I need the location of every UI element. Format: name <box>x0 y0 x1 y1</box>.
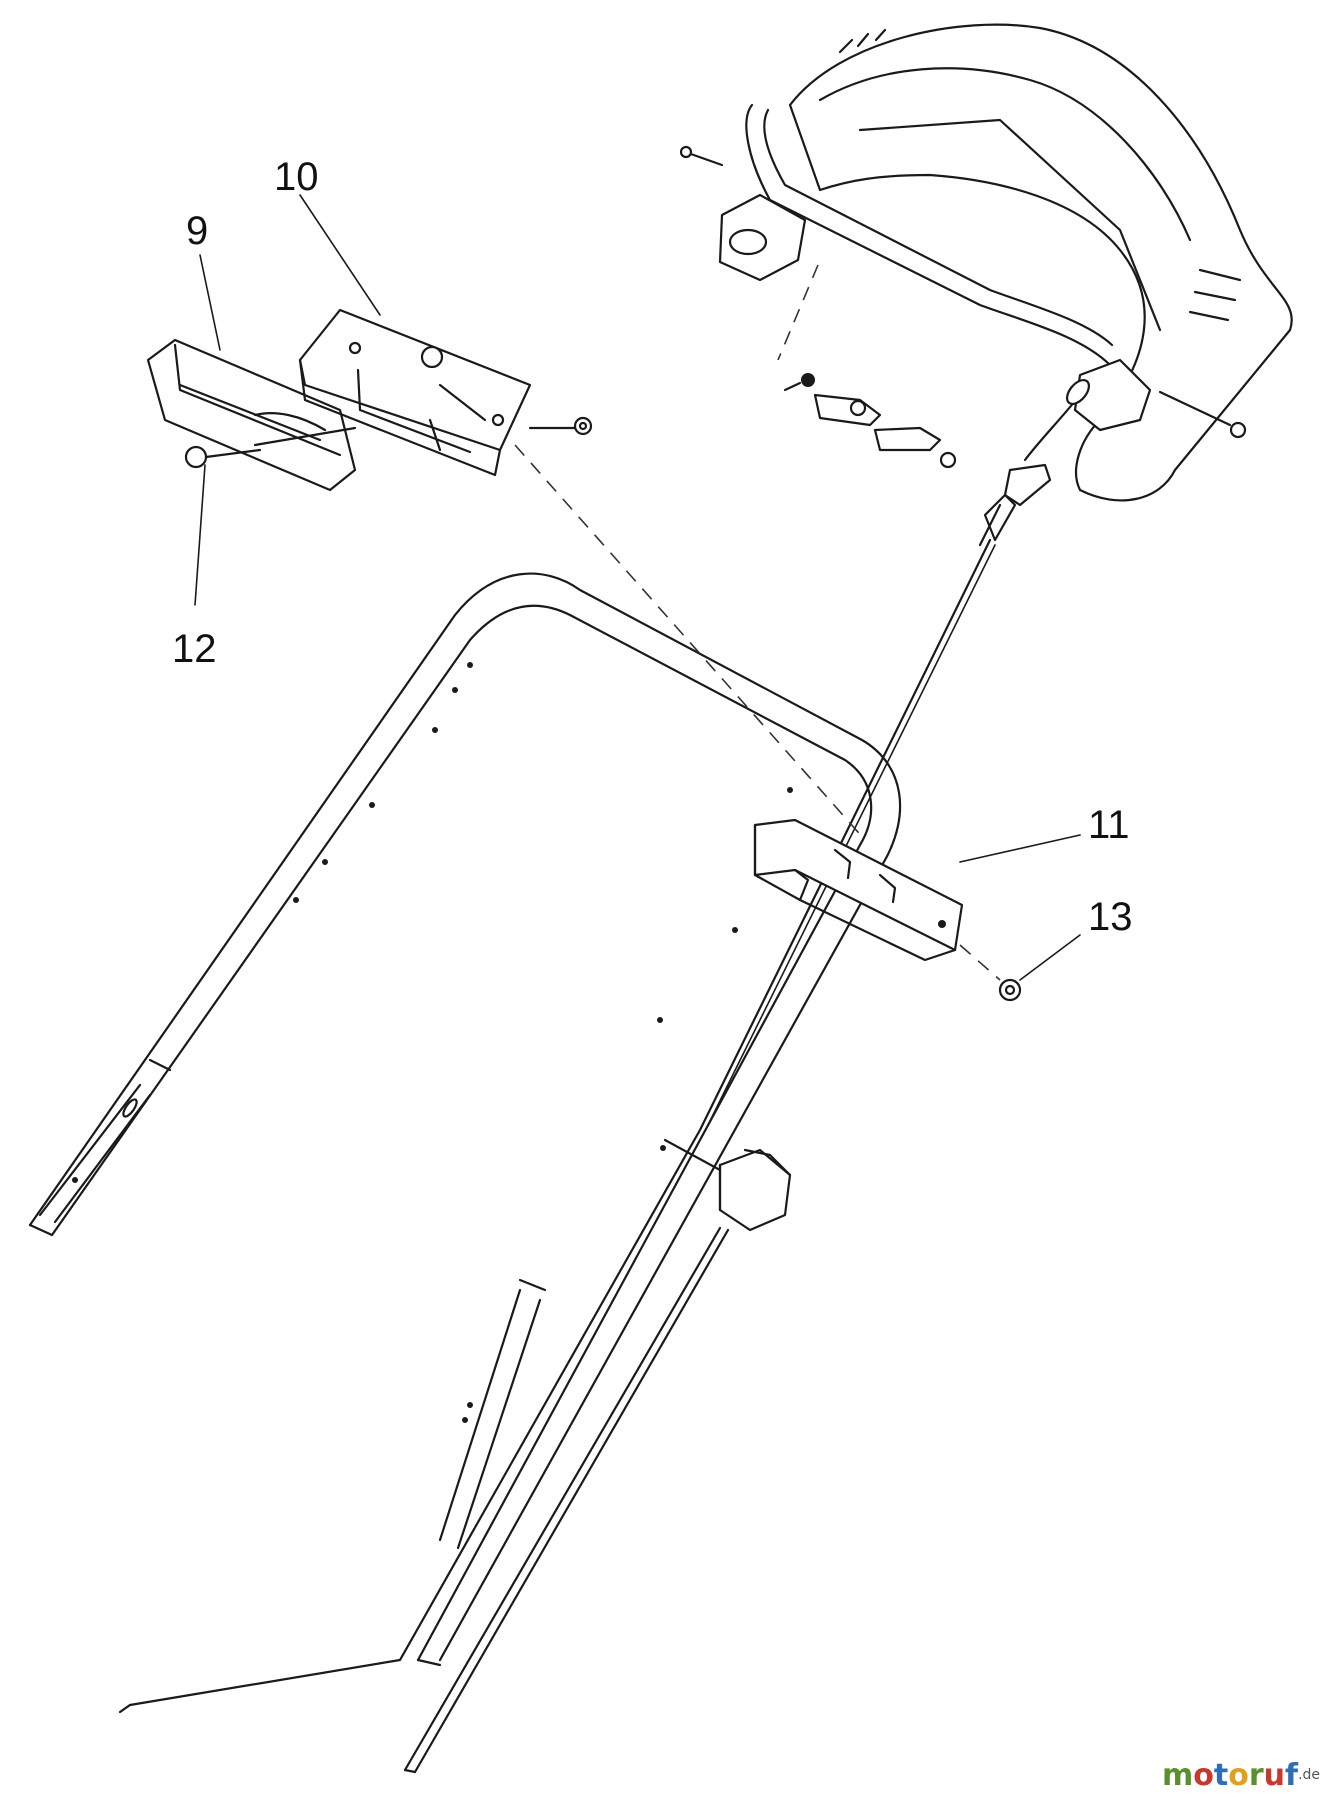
wm-letter: f <box>1285 1758 1299 1793</box>
control-cable <box>118 538 996 1714</box>
callout-11: 11 <box>1088 803 1130 847</box>
drive-cable <box>403 1226 730 1774</box>
lower-handle-frame <box>28 572 902 1667</box>
part-9-handle-grip <box>146 338 357 492</box>
watermark-logo: motoruf.de <box>1162 1758 1320 1793</box>
leader-lines <box>194 194 1081 981</box>
nut-part <box>959 944 1022 1002</box>
leader-10 <box>299 194 381 316</box>
wm-suffix: .de <box>1298 1767 1320 1783</box>
wm-letter: o <box>1228 1758 1249 1793</box>
hardware-nut-upper <box>528 416 593 436</box>
wm-letter: t <box>1214 1758 1228 1793</box>
wm-letter: m <box>1162 1758 1193 1793</box>
callout-10: 10 <box>274 155 319 199</box>
leader-13 <box>1019 934 1081 981</box>
bracket-part <box>753 818 964 962</box>
assembly-guide-line <box>514 444 866 841</box>
leader-12 <box>194 464 206 606</box>
callout-12: 12 <box>172 627 217 671</box>
wm-letter: r <box>1249 1758 1264 1793</box>
leader-9 <box>199 254 221 351</box>
part-10-plate <box>298 308 532 477</box>
wm-letter: u <box>1264 1758 1285 1793</box>
leader-11 <box>959 834 1081 863</box>
callout-9: 9 <box>186 209 208 253</box>
wm-letter: o <box>1193 1758 1214 1793</box>
upper-handle-assembly <box>679 23 1293 547</box>
callout-13: 13 <box>1088 895 1133 939</box>
part-12-bolt <box>184 426 357 469</box>
cable-grommet <box>660 1138 792 1232</box>
